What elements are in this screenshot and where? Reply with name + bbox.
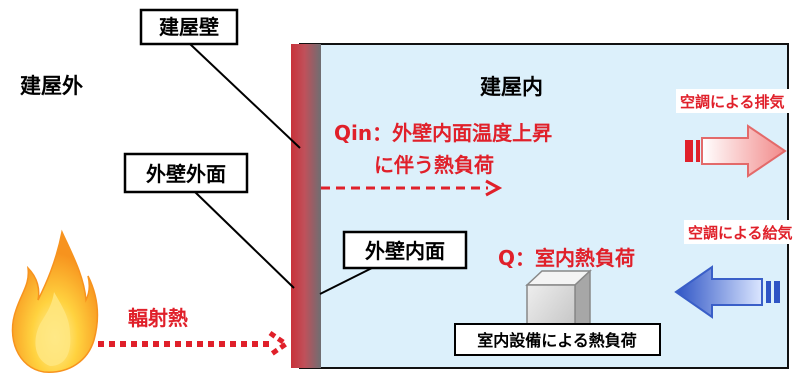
outside-label: 建屋外 (20, 74, 83, 98)
inside-label: 建屋内 (480, 75, 543, 99)
building-wall (291, 44, 321, 368)
supply-label: 空調による給気 (688, 224, 793, 242)
building-wall-label: 建屋壁 (159, 15, 219, 39)
exhaust-arrow-icon (685, 124, 787, 178)
inner-surface-label: 外壁内面 (365, 239, 445, 263)
wall-pointer-line (189, 43, 301, 149)
supply-label-bg (684, 220, 798, 244)
q-indoor-label: Q：室内熱負荷 (498, 246, 635, 270)
inner-surface-label-box (342, 230, 468, 270)
flame-icon (11, 229, 99, 373)
qin-label-line2: に伴う熱負荷 (374, 153, 494, 177)
qin-label-line1: Qin：外壁内面温度上昇 (334, 121, 552, 145)
outer-surface-label: 外壁外面 (146, 162, 226, 186)
exhaust-label-bg (676, 89, 798, 113)
supply-arrow-icon (674, 265, 780, 319)
equipment-load-label-box (454, 323, 661, 356)
equipment-load-label: 室内設備による熱負荷 (477, 331, 637, 350)
radiant-heat-arrowhead (268, 330, 291, 358)
radiant-heat-label: 輻射熱 (128, 306, 188, 330)
inner-surface-pointer-line (319, 267, 373, 295)
building-wall-label-box (139, 8, 239, 46)
outer-surface-pointer-line (194, 191, 295, 289)
exhaust-label: 空調による排気 (680, 93, 785, 111)
outer-surface-label-box (123, 152, 249, 194)
qin-arrowhead (485, 179, 503, 197)
